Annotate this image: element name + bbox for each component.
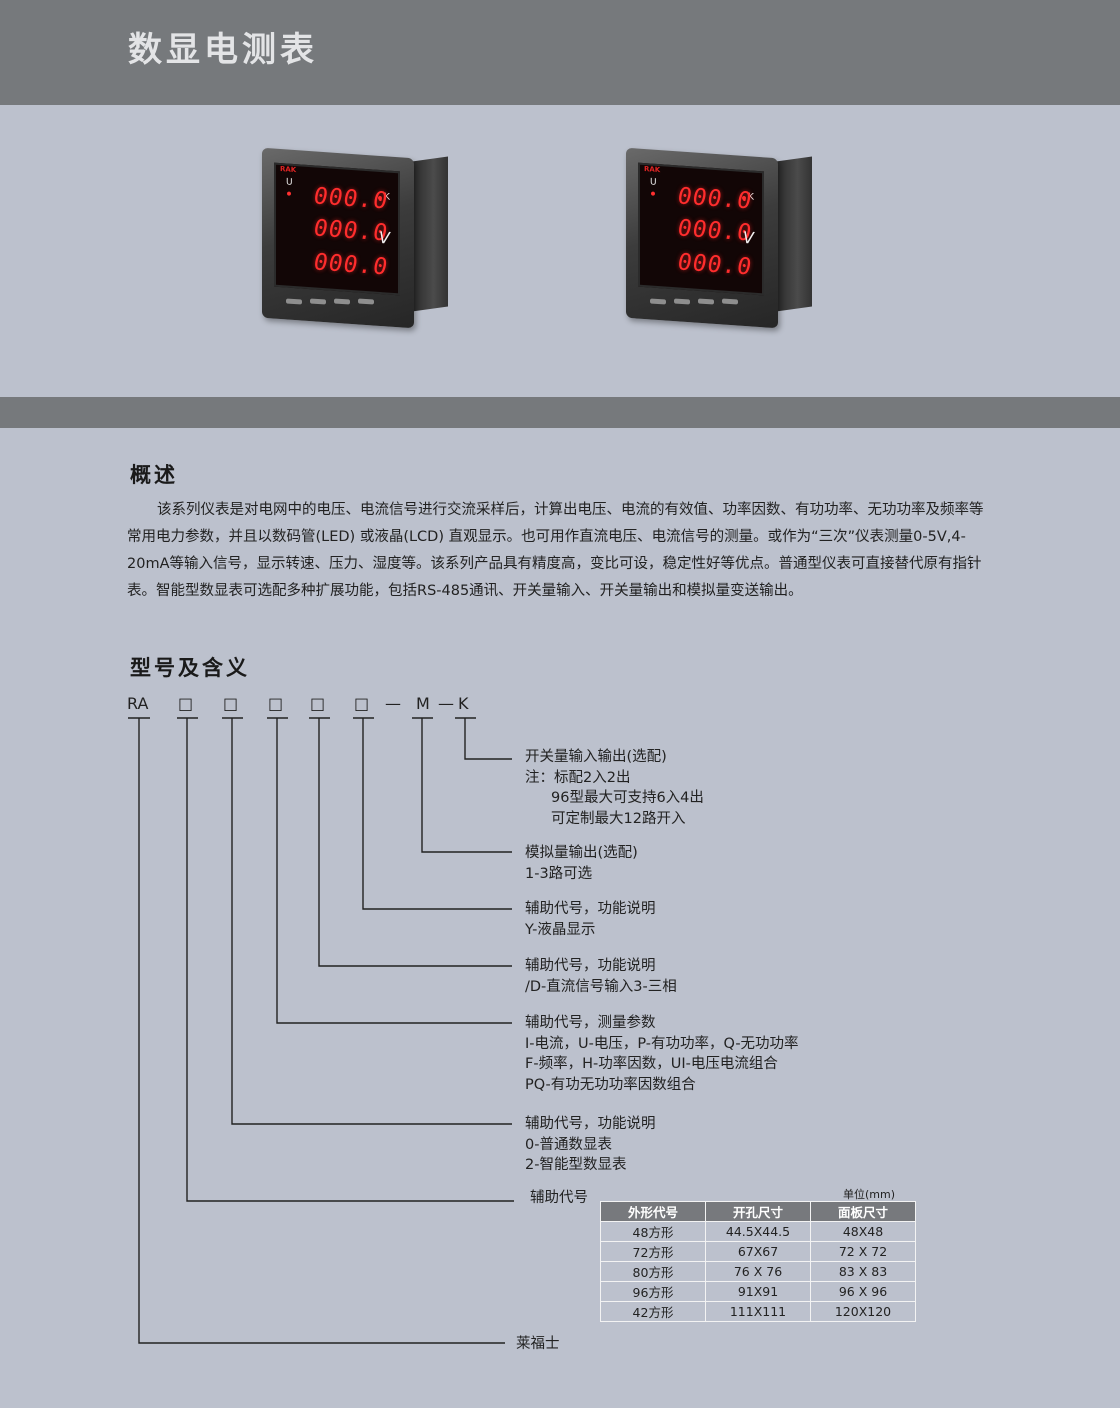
table-header: 面板尺寸 bbox=[810, 1201, 916, 1222]
box4-description: 辅助代号，功能说明 /D-直流信号输入3-三相 bbox=[525, 958, 677, 995]
code-k: K bbox=[458, 694, 469, 713]
table-header: 开孔尺寸 bbox=[705, 1201, 811, 1222]
table-cell: 48X48 bbox=[810, 1221, 916, 1242]
page-title: 数显电测表 bbox=[128, 30, 318, 70]
table-cell: 67X67 bbox=[705, 1241, 811, 1262]
code-box-1: □ bbox=[178, 694, 194, 713]
k-description: 开关量输入输出(选配) 注：标配2入2出 96型最大可支持6入4出 可定制最大1… bbox=[525, 749, 704, 827]
ra-description: 莱福士 bbox=[516, 1336, 560, 1352]
table-cell: 72 X 72 bbox=[810, 1241, 916, 1262]
table-unit: 单位(mm) bbox=[843, 1188, 896, 1201]
divider-bar bbox=[0, 397, 1120, 428]
table-cell: 96方形 bbox=[600, 1281, 706, 1302]
code-box-5: □ bbox=[354, 694, 370, 713]
table-row: 72方形 67X67 72 X 72 bbox=[600, 1241, 916, 1262]
table-header: 外形代号 bbox=[600, 1201, 706, 1222]
box2-description: 辅助代号，功能说明 0-普通数显表 2-智能型数显表 bbox=[525, 1116, 656, 1173]
table-cell: 96 X 96 bbox=[810, 1281, 916, 1302]
table-cell: 42方形 bbox=[600, 1301, 706, 1322]
code-dash-1: — bbox=[385, 694, 401, 713]
table-header-row: 外形代号 开孔尺寸 面板尺寸 bbox=[600, 1201, 916, 1222]
code-prefix: RA bbox=[127, 694, 149, 713]
table-row: 42方形 111X111 120X120 bbox=[600, 1301, 916, 1322]
table-cell: 44.5X44.5 bbox=[705, 1221, 811, 1242]
table-cell: 83 X 83 bbox=[810, 1261, 916, 1282]
product-photo-area: RAK U K 000.0 000.0 V 000.0 RAK U K 000.… bbox=[0, 105, 1120, 397]
overview-heading: 概述 bbox=[130, 463, 178, 487]
box1-description: 辅助代号 bbox=[530, 1190, 588, 1206]
table-cell: 80方形 bbox=[600, 1261, 706, 1282]
table-cell: 72方形 bbox=[600, 1241, 706, 1262]
overview-paragraph: 该系列仪表是对电网中的电压、电流信号进行交流采样后，计算出电压、电流的有效值、功… bbox=[127, 497, 997, 605]
table-cell: 76 X 76 bbox=[705, 1261, 811, 1282]
table-row: 48方形 44.5X44.5 48X48 bbox=[600, 1221, 916, 1242]
box3-description: 辅助代号，测量参数 I-电流，U-电压，P-有功功率，Q-无功功率 F-频率，H… bbox=[525, 1015, 799, 1093]
box5-description: 辅助代号，功能说明 Y-液晶显示 bbox=[525, 901, 656, 938]
code-dash-2: — bbox=[438, 694, 454, 713]
table-cell: 120X120 bbox=[810, 1301, 916, 1322]
size-table: 外形代号 开孔尺寸 面板尺寸 48方形 44.5X44.5 48X48 72方形… bbox=[600, 1201, 916, 1322]
table-cell: 111X111 bbox=[705, 1301, 811, 1322]
table-row: 80方形 76 X 76 83 X 83 bbox=[600, 1261, 916, 1282]
table-cell: 91X91 bbox=[705, 1281, 811, 1302]
code-box-2: □ bbox=[223, 694, 239, 713]
header-bar: 数显电测表 bbox=[0, 0, 1120, 105]
overview-text: 该系列仪表是对电网中的电压、电流信号进行交流采样后，计算出电压、电流的有效值、功… bbox=[127, 502, 984, 599]
code-box-4: □ bbox=[310, 694, 326, 713]
m-description: 模拟量输出(选配) 1-3路可选 bbox=[525, 845, 638, 882]
code-m: M bbox=[416, 694, 430, 713]
model-heading: 型号及含义 bbox=[130, 656, 250, 680]
code-box-3: □ bbox=[268, 694, 284, 713]
table-cell: 48方形 bbox=[600, 1221, 706, 1242]
table-row: 96方形 91X91 96 X 96 bbox=[600, 1281, 916, 1302]
